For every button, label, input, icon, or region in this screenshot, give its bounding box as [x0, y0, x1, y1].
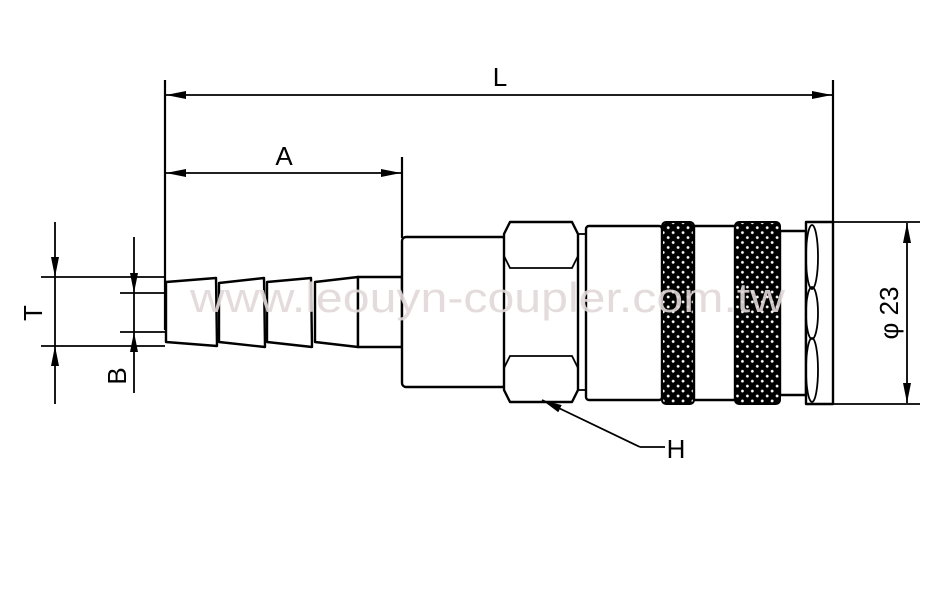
label-T: T [18, 305, 48, 321]
socket-end [778, 220, 835, 406]
dimension-A: A [166, 141, 404, 238]
dimension-diameter: φ 23 [833, 221, 920, 405]
sleeve-middle [692, 224, 737, 402]
label-L: L [493, 62, 507, 92]
hose-barb [164, 275, 404, 349]
label-H: H [667, 434, 686, 464]
dimension-H: H [541, 399, 686, 464]
label-B: B [102, 367, 132, 384]
watermark: www.leouyn-coupler.com.tw [189, 274, 786, 321]
dimension-B: B [102, 237, 170, 393]
hex-nut [502, 220, 587, 404]
dimension-T: T [18, 222, 165, 404]
label-diameter: φ 23 [874, 286, 904, 339]
label-A: A [275, 141, 293, 171]
